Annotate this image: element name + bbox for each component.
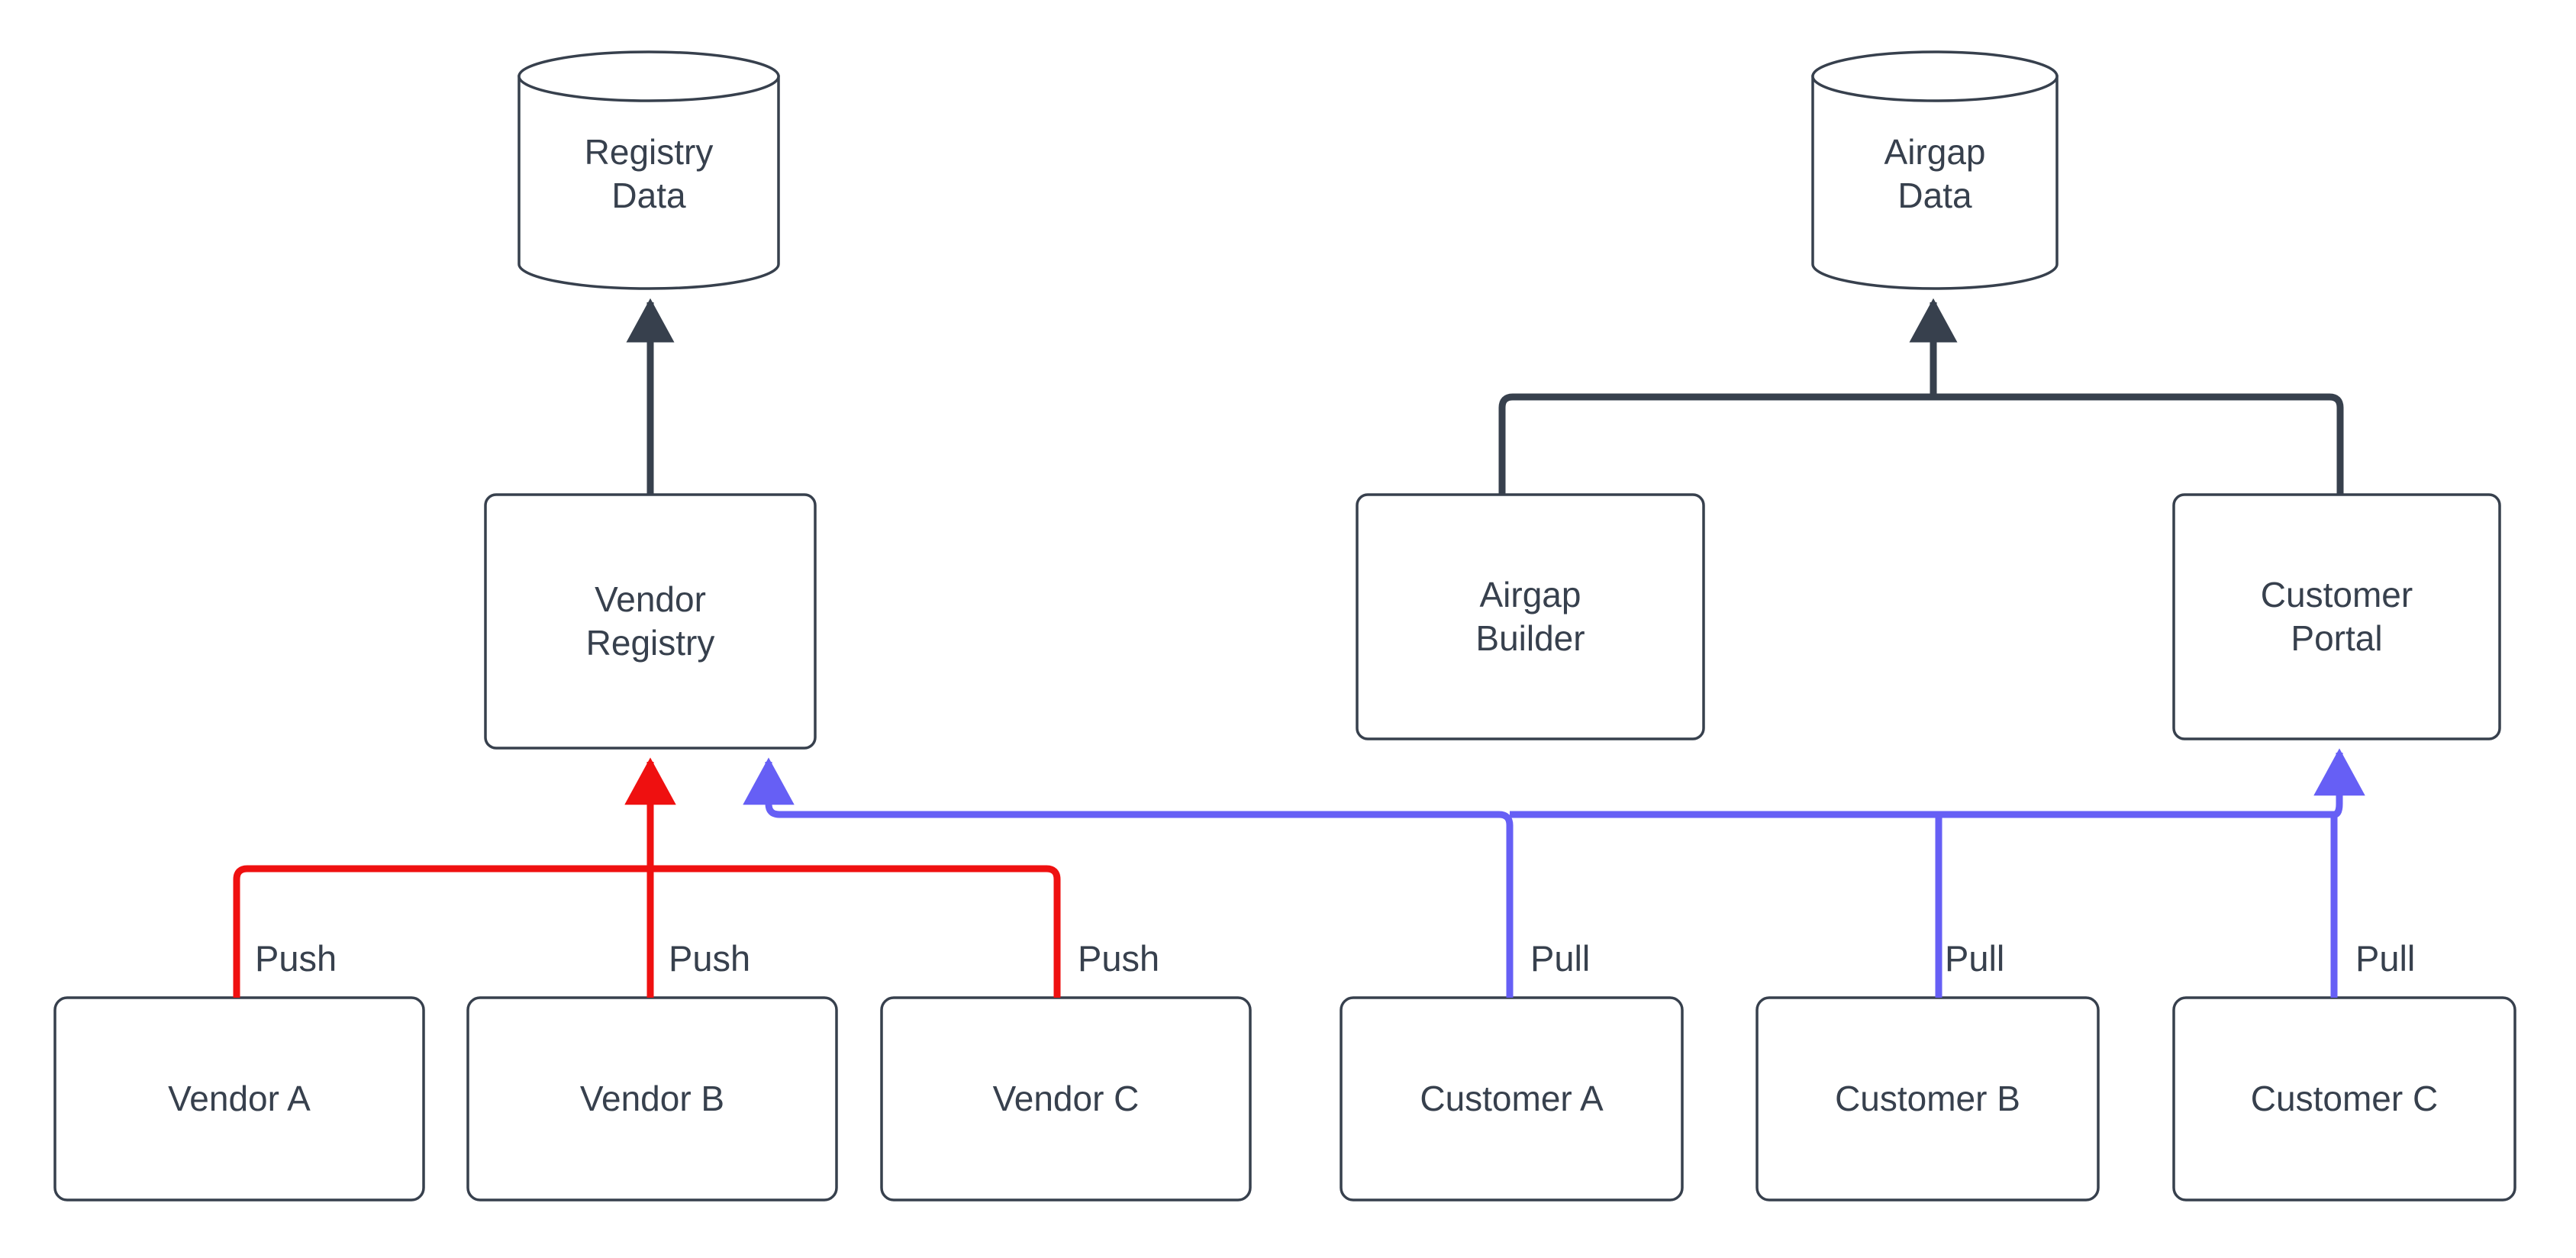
edge-vendor-c-push (650, 865, 1061, 998)
edge-pull-bus-to-vendor-registry (743, 757, 795, 818)
node-vendor-a-hitbox[interactable] (55, 998, 424, 1200)
node-vendor-c-hitbox[interactable] (882, 998, 1250, 1200)
node-customer-b (1755, 996, 2100, 1202)
node-airgap-builder (1356, 493, 1705, 740)
datastore-airgap-data (1811, 50, 2059, 290)
node-vendor-registry-hitbox[interactable] (485, 495, 815, 748)
edge-label-pull-customer-a: Pull (1530, 938, 1591, 979)
node-customer-portal-hitbox[interactable] (2174, 495, 2500, 739)
datastore-registry-data-hitbox[interactable] (519, 52, 779, 289)
node-vendor-b-hitbox[interactable] (468, 998, 837, 1200)
node-airgap-builder-hitbox[interactable] (1357, 495, 1704, 739)
edge-label-pull-customer-c: Pull (2355, 938, 2416, 979)
node-customer-b-hitbox[interactable] (1757, 998, 2098, 1200)
edge-label-push-vendor-b: Push (669, 938, 751, 979)
node-customer-c-hitbox[interactable] (2174, 998, 2515, 1200)
edge-label-push-vendor-c: Push (1078, 938, 1160, 979)
node-customer-a-hitbox[interactable] (1341, 998, 1682, 1200)
datastore-airgap-data-hitbox[interactable] (1813, 52, 2057, 289)
edge-label-push-vendor-a: Push (255, 938, 337, 979)
datastore-registry-data (517, 50, 780, 290)
edge-customer-a-pull (779, 811, 1514, 998)
edge-pull-bus-to-customer-portal (2313, 748, 2365, 818)
node-customer-c (2172, 996, 2516, 1202)
edge-vendor-a-push (233, 865, 650, 998)
edge-airgap-builder-to-bracket (1498, 393, 1933, 495)
edge-customer-portal-to-bracket (1933, 393, 2344, 495)
edge-label-pull-customer-b: Pull (1945, 938, 2005, 979)
node-vendor-c (880, 996, 1252, 1202)
